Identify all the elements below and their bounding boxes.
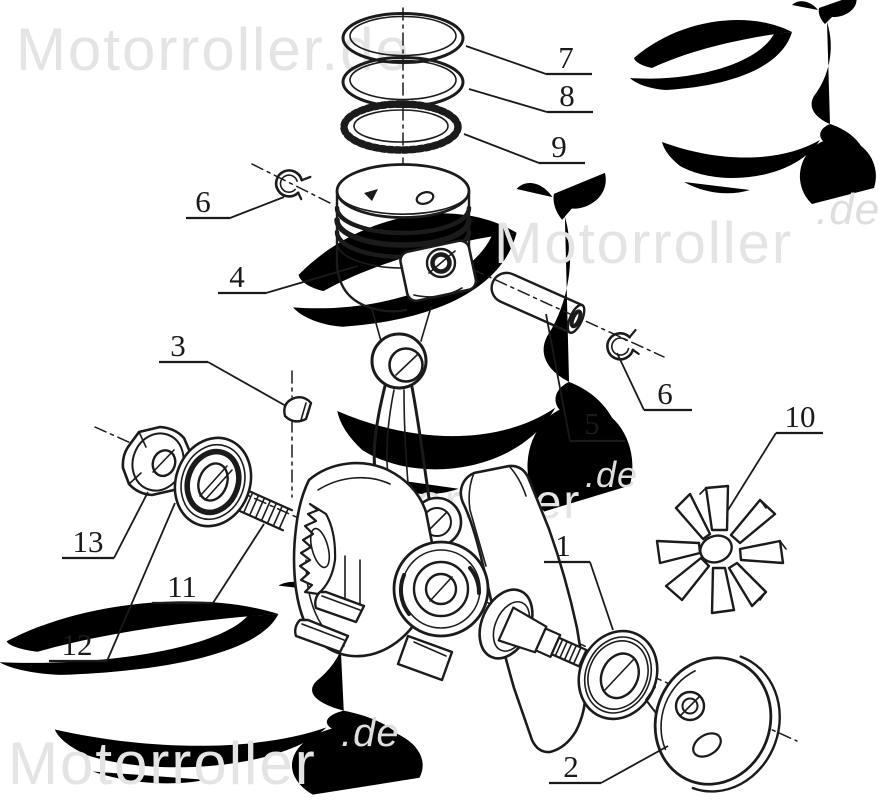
callout-5-number: 5: [584, 406, 600, 441]
main-bearing: [392, 540, 490, 638]
circlip-axis-line: [251, 163, 333, 205]
watermark-text-mid-right: Motorroller: [494, 211, 793, 276]
oil-scraper-ring: [340, 100, 462, 154]
callout-1-number: 1: [555, 528, 571, 563]
watermark-tld-center: .de: [585, 454, 638, 495]
cup-hole: [692, 732, 722, 758]
callout-7-number: 7: [558, 40, 574, 75]
projection-lines: [371, 306, 432, 342]
callout-12: 12: [49, 502, 176, 663]
callout-2: 2: [549, 745, 669, 785]
valve-relief-oval: [415, 191, 435, 205]
woodruff-key: [283, 396, 313, 423]
callout-8-number: 8: [559, 78, 575, 113]
callout-4-number: 4: [229, 259, 245, 294]
callout-11-number: 11: [167, 569, 197, 604]
callout-9: 9: [463, 129, 585, 165]
fan-center-hole: [699, 534, 733, 564]
callout-9-number: 9: [551, 129, 567, 164]
callout-6-right: 6: [616, 352, 692, 412]
oil-seal-ring: [173, 436, 253, 528]
watermark-tld-bottom-left: .de: [341, 711, 400, 755]
crankshaft: [225, 461, 600, 754]
callout-3: 3: [159, 328, 287, 407]
callout-3-number: 3: [170, 328, 186, 363]
piston: [334, 163, 478, 313]
piston-pin-axis-line: [449, 258, 665, 358]
callout-2-number: 2: [563, 749, 579, 784]
callout-13-number: 13: [73, 524, 104, 559]
callout-10-number: 10: [785, 399, 816, 434]
starter-cup: [645, 655, 781, 793]
stepped-blocks: [294, 590, 454, 682]
rod-small-end: [370, 332, 428, 390]
callouts: 7 8 9 6 4 3 5 6: [49, 40, 823, 785]
callout-13: 13: [62, 491, 149, 560]
piston-pin-hole: [425, 247, 457, 279]
callout-4: 4: [218, 259, 359, 295]
callout-10: 10: [727, 399, 823, 511]
callout-1: 1: [544, 528, 614, 631]
timing-gear: [298, 502, 337, 596]
callout-7: 7: [465, 40, 592, 76]
callout-6-left-number: 6: [195, 184, 211, 219]
callout-5: 5: [545, 313, 625, 443]
valve-relief-mark: [364, 189, 378, 201]
watermark-text-bottom-left: Motorroller: [8, 730, 317, 797]
callout-12-number: 12: [62, 627, 93, 662]
fan-impeller: [655, 484, 787, 615]
spacer-washer: [577, 629, 659, 721]
callout-6-right-number: 6: [657, 376, 673, 411]
piston-pin: [490, 271, 586, 334]
callout-8: 8: [468, 78, 593, 114]
scooter-watermark-top-right: [630, 0, 876, 204]
piston-ring-top: [341, 12, 465, 64]
circlip-right: [606, 328, 640, 361]
watermark-text-top-left: Motorroller.de: [16, 16, 411, 83]
callout-11: 11: [152, 523, 265, 605]
watermark-tld-mid-right: .de: [816, 185, 880, 234]
circlip-left: [274, 169, 312, 201]
callout-6-left: 6: [186, 184, 285, 220]
